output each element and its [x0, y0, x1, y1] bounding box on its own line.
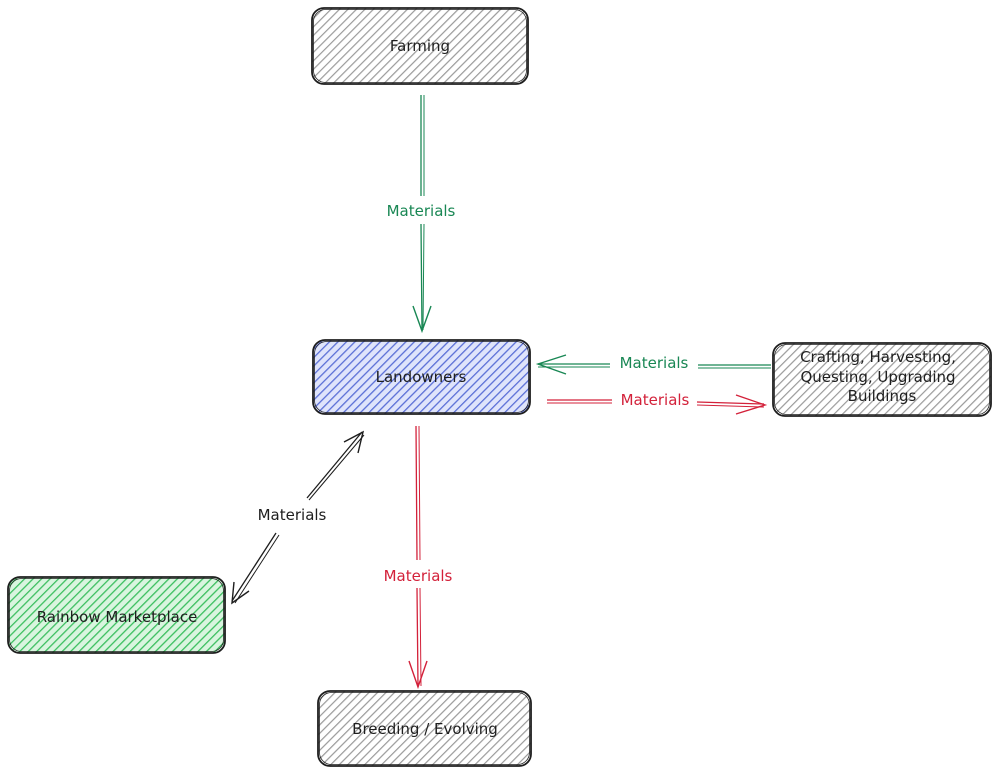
edge-landowners-marketplace[interactable]: Materials — [231, 430, 365, 605]
node-crafting-label-line-2: Questing, Upgrading — [800, 368, 955, 386]
node-farming-label: Farming — [390, 37, 450, 55]
node-marketplace[interactable]: Rainbow Marketplace — [7, 576, 226, 654]
edge-marketplace-label: Materials — [258, 506, 327, 524]
node-marketplace-label: Rainbow Marketplace — [37, 608, 198, 626]
node-farming[interactable]: Farming — [311, 7, 529, 85]
node-crafting[interactable]: Crafting, Harvesting, Questing, Upgradin… — [772, 342, 992, 417]
edge-farming-label: Materials — [387, 202, 456, 220]
node-breeding[interactable]: Breeding / Evolving — [317, 690, 532, 767]
edge-landowners-to-crafting[interactable]: Materials — [547, 391, 768, 415]
node-landowners[interactable]: Landowners — [312, 339, 531, 415]
edge-landowners-to-breeding[interactable]: Materials — [384, 425, 453, 690]
edge-crafting-to-landowners[interactable]: Materials — [535, 354, 771, 375]
node-crafting-label-line-1: Crafting, Harvesting, — [800, 348, 956, 366]
edge-breeding-label: Materials — [384, 567, 453, 585]
node-landowners-label: Landowners — [376, 368, 467, 386]
node-crafting-label-line-3: Buildings — [848, 387, 917, 405]
edge-farming-to-landowners[interactable]: Materials — [387, 95, 456, 334]
edge-crafting-landowners-label: Materials — [620, 354, 689, 372]
node-breeding-label: Breeding / Evolving — [352, 720, 498, 738]
edge-landowners-crafting-label: Materials — [621, 391, 690, 409]
